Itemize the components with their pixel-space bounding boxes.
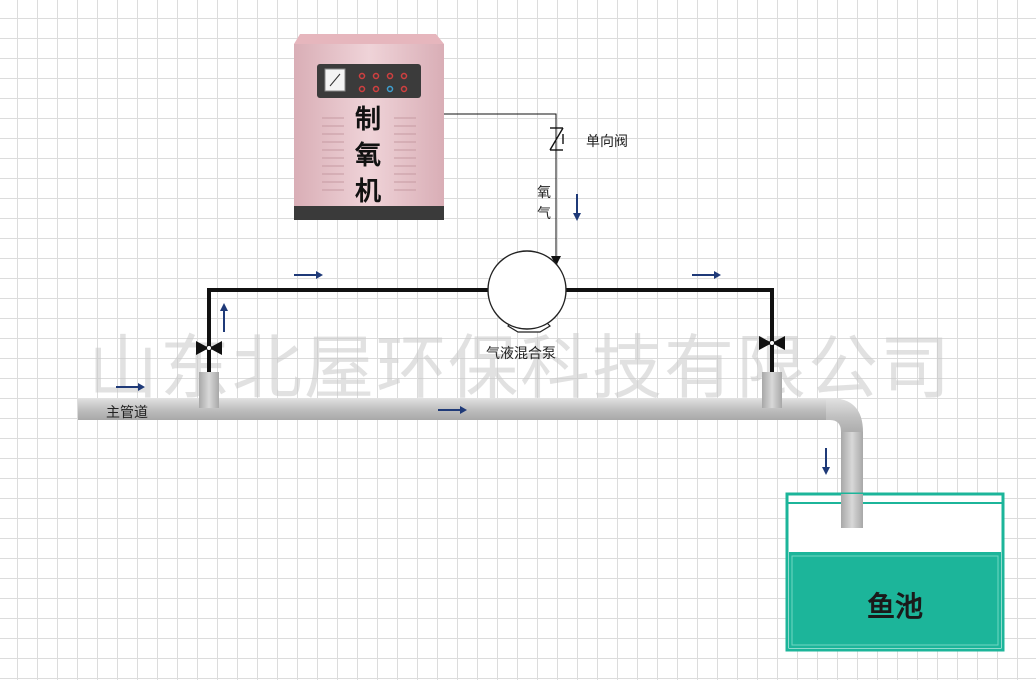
oxygen-machine <box>294 34 444 220</box>
arrow-right-icon <box>692 271 721 279</box>
indicator-lights <box>358 72 408 93</box>
arrow-right-icon <box>294 271 323 279</box>
main-pipe-label: 主管道 <box>106 405 148 421</box>
arrow-right-icon <box>116 383 145 391</box>
machine-base <box>294 206 444 220</box>
machine-top <box>294 34 444 44</box>
arrow-down-icon <box>573 194 581 221</box>
left-valve-icon <box>196 341 222 355</box>
arrow-up-icon <box>220 303 228 332</box>
oxygen-machine-label: 制 氧 机 <box>354 105 381 207</box>
bypass-outlet-line <box>564 288 774 372</box>
mixing-pump <box>487 250 567 333</box>
arrow-down-icon <box>822 448 830 475</box>
right-riser-pipe <box>762 372 782 408</box>
mixing-pump-label: 气液混合泵 <box>486 346 556 362</box>
right-valve-icon <box>759 336 785 350</box>
bypass-inlet-line <box>207 288 490 372</box>
pipe-elbow <box>826 398 863 436</box>
arrow-right-icon <box>438 406 467 414</box>
flow-arrows <box>116 194 830 475</box>
vent-slots <box>322 117 416 191</box>
oxygen-line <box>444 113 561 266</box>
left-riser-pipe <box>199 372 219 408</box>
watermark: 山东北屋环保科技有限公司 <box>88 327 952 409</box>
check-valve-icon <box>549 127 564 151</box>
oxygen-label: 氧 气 <box>537 185 551 222</box>
fish-pond-label: 鱼池 <box>866 590 923 623</box>
check-valve-label: 单向阀 <box>586 134 628 150</box>
fish-pond <box>785 492 1005 652</box>
